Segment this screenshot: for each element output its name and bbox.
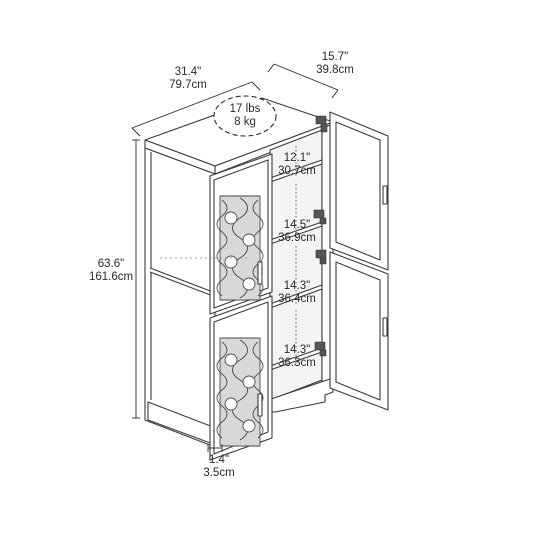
depth-cm: 39.8cm <box>316 64 354 76</box>
dimension-lines <box>131 63 339 452</box>
shelf-gap-2-cm: 36.9cm <box>278 232 316 244</box>
door-thickness-in: 1.4" <box>208 454 230 466</box>
left-door-lower-handle <box>257 393 263 417</box>
door-thickness-label: 1.4" 3.5cm <box>196 454 242 480</box>
weight-lbs: 17 lbs <box>229 103 261 115</box>
shelf-gap-1-label: 12.1" 30.7cm <box>272 152 322 178</box>
side-upper-divider <box>149 267 214 293</box>
height-cm: 161.6cm <box>88 271 134 283</box>
right-door-upper-inner <box>335 121 381 261</box>
depth-in: 15.7" <box>321 51 349 63</box>
door-thickness-cm: 3.5cm <box>203 467 235 479</box>
shelf-gap-4-in: 14.3" <box>283 344 311 356</box>
shelf-gap-4-label: 14.3" 36.3cm <box>272 344 322 370</box>
shelf-gap-1-cm: 30.7cm <box>278 165 316 177</box>
height-in: 63.6" <box>97 258 125 270</box>
depth-dim-line <box>273 63 339 91</box>
cabinet-left-side <box>144 147 216 448</box>
height-label: 63.6" 161.6cm <box>82 258 140 284</box>
side-lower-divider <box>149 271 214 297</box>
weight-label: 17 lbs 8 kg <box>220 103 270 129</box>
shelf-gap-4-cm: 36.3cm <box>278 357 316 369</box>
width-label: 31.4" 79.7cm <box>158 66 218 92</box>
right-door-lower-inner <box>335 261 381 401</box>
shelf-gap-2-in: 14.5" <box>283 219 311 231</box>
lattice-lower <box>216 337 264 447</box>
right-door-upper-handle <box>382 185 388 205</box>
lattice-upper <box>216 195 264 301</box>
right-door-lower-handle <box>382 317 388 337</box>
width-dim-line <box>131 81 253 129</box>
shelf-gap-3-label: 14.3" 36.4cm <box>272 280 322 306</box>
depth-label: 15.7" 39.8cm <box>302 51 368 77</box>
shelf-gap-2-label: 14.5" 36.9cm <box>272 219 322 245</box>
shelf-gap-1-in: 12.1" <box>283 152 311 164</box>
shelf-gap-3-cm: 36.4cm <box>278 293 316 305</box>
hinges <box>313 115 328 357</box>
left-door-upper-handle <box>257 261 263 285</box>
width-cm: 79.7cm <box>169 79 207 91</box>
width-in: 31.4" <box>174 66 202 78</box>
shelf-gap-3-in: 14.3" <box>283 280 311 292</box>
weight-kg: 8 kg <box>234 116 256 128</box>
weight-badge-ring <box>213 95 277 137</box>
